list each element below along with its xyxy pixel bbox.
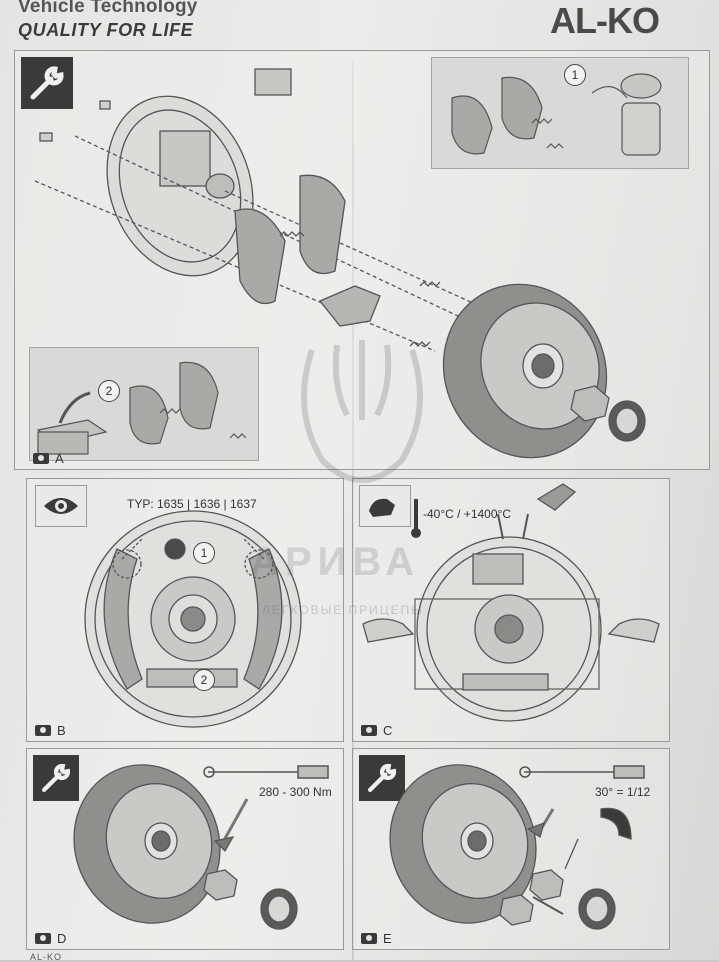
inset-1-drawing	[451, 73, 662, 156]
callout-1: 1	[564, 64, 586, 86]
panel-b-tag: B	[35, 723, 66, 738]
watermark-emblem	[301, 339, 423, 483]
tagline: QUALITY FOR LIFE	[18, 20, 194, 40]
callout-b-2: 2	[193, 669, 215, 691]
inset-2: 2	[29, 347, 259, 461]
torque-value: 280 - 300 Nm	[259, 785, 332, 799]
camera-icon	[35, 933, 51, 944]
camera-icon	[33, 453, 49, 464]
thermometer-icon	[411, 499, 421, 538]
drum-drawing-e	[389, 764, 632, 930]
wrench-icon	[33, 755, 79, 801]
panel-a: 1 2 A	[14, 50, 710, 470]
wrench-icon	[359, 755, 405, 801]
callout-b-1: 1	[193, 542, 215, 564]
panel-e-tag: E	[361, 931, 392, 946]
panel-b-label: B	[57, 723, 66, 738]
exploded-brake-drawing	[34, 68, 646, 459]
camera-icon	[361, 725, 377, 736]
type-line: TYP: 1635 | 1636 | 1637	[127, 497, 257, 511]
torque-wrench-icon	[203, 765, 329, 779]
watermark-subtitle: ЛЕГКОВЫЕ ПРИЦЕПЫ	[262, 603, 424, 617]
alko-logo: AL-KO	[550, 0, 660, 41]
panel-e: 30° = 1/12 E	[352, 748, 670, 950]
watermark-title: АРИВА	[250, 540, 421, 584]
panel-d: 280 - 300 Nm D	[26, 748, 344, 950]
page-fold	[352, 60, 354, 960]
angle-value: 30° = 1/12	[595, 785, 651, 799]
panel-a-label: A	[55, 451, 64, 466]
panel-d-tag: D	[35, 931, 66, 946]
brake-plate-drawing-b	[84, 510, 302, 728]
camera-icon	[35, 725, 51, 736]
panel-d-label: D	[57, 931, 67, 946]
panel-e-label: E	[383, 931, 392, 946]
camera-icon	[361, 933, 377, 944]
panel-c: -40°C / +1400°C C	[352, 478, 670, 742]
footer-text: AL-KO	[30, 952, 63, 962]
torque-wrench-icon	[519, 765, 645, 779]
glove-thermometer-icon	[359, 485, 411, 527]
panel-b: TYP: 1635 | 1636 | 1637 1 2 B	[26, 478, 344, 742]
panel-c-tag: C	[361, 723, 392, 738]
temperature-range: -40°C / +1400°C	[423, 507, 511, 521]
brake-plate-drawing-c	[362, 483, 660, 722]
drum-drawing-d	[73, 764, 298, 930]
inset-2-drawing	[36, 361, 247, 455]
wrench-icon	[21, 57, 73, 109]
panel-c-label: C	[383, 723, 393, 738]
eye-icon	[35, 485, 87, 527]
inset-1: 1	[431, 57, 689, 169]
callout-2: 2	[98, 380, 120, 402]
brand-line: Vehicle Technology	[18, 0, 198, 17]
panel-a-tag: A	[33, 451, 64, 466]
